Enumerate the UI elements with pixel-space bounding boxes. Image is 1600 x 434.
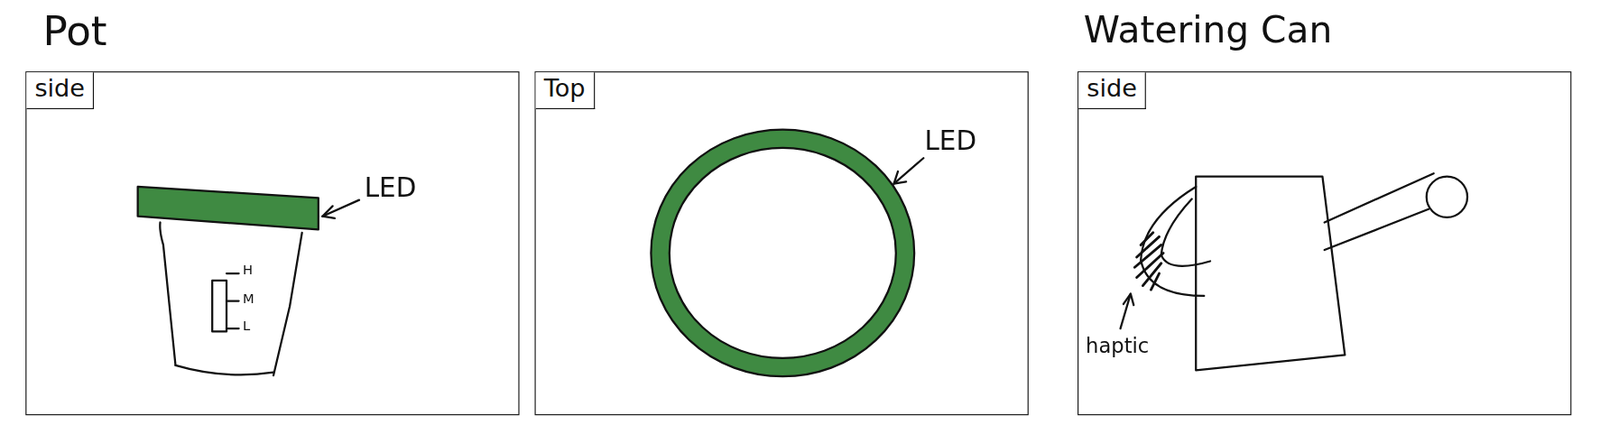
annotation-label: haptic [1085, 334, 1149, 358]
annotation-label: LED [924, 126, 977, 156]
annotation-label: M [242, 291, 255, 306]
annotation-label: Pot [42, 8, 107, 54]
view-panel: side [25, 71, 519, 416]
view-tab: side [1078, 72, 1147, 109]
view-panel: side [1077, 71, 1572, 416]
annotation-label: LED [364, 173, 417, 203]
view-tab: Top [536, 72, 595, 109]
view-panel: Top [535, 71, 1029, 416]
annotation-label: Watering Can [1083, 9, 1332, 51]
view-tab: side [26, 72, 94, 109]
annotation-label: L [242, 319, 250, 334]
annotation-label: H [242, 263, 253, 278]
